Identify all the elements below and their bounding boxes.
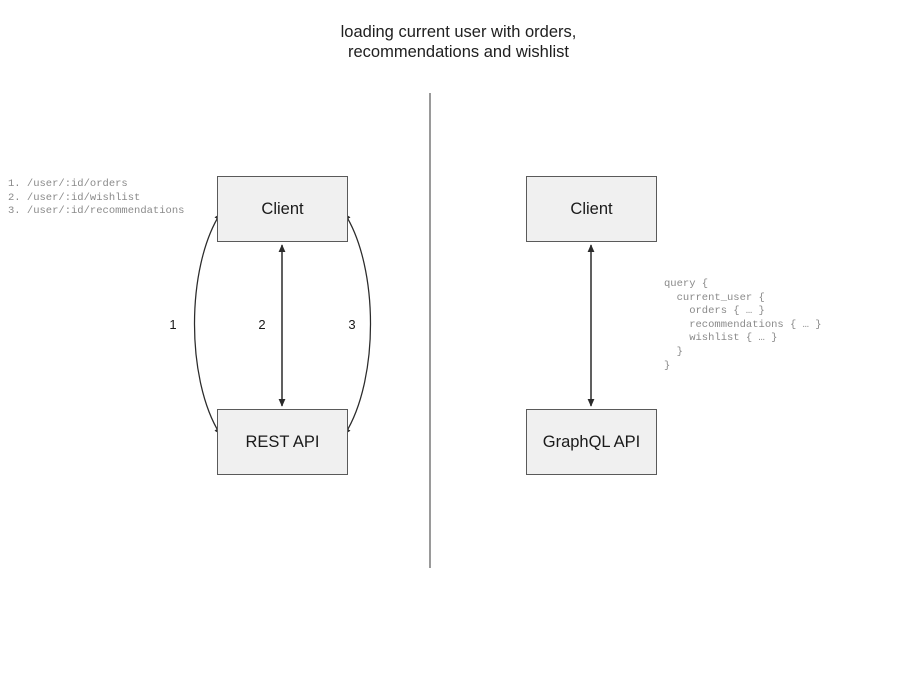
rest-edge-3 <box>344 213 372 435</box>
rest-endpoint-list: 1. /user/:id/orders 2. /user/:id/wishlis… <box>8 178 185 218</box>
graphql-query-snippet: query { current_user { orders { … } reco… <box>664 278 822 372</box>
node-rest-api[interactable]: REST API <box>217 409 348 475</box>
rest-edge-label-2: 2 <box>258 317 266 332</box>
rest-edge-1 <box>193 213 221 435</box>
node-graphql-api[interactable]: GraphQL API <box>526 409 657 475</box>
node-graphql-api-label: GraphQL API <box>542 432 641 451</box>
rest-edge-label-3: 3 <box>348 317 356 332</box>
rest-edge-label-1: 1 <box>169 317 177 332</box>
node-client-rest[interactable]: Client <box>217 176 348 242</box>
node-client-graphql[interactable]: Client <box>526 176 657 242</box>
node-client-graphql-label: Client <box>570 199 613 218</box>
node-rest-api-label: REST API <box>245 432 320 451</box>
diagram-title: loading current user with orders, recomm… <box>340 23 577 61</box>
node-client-rest-label: Client <box>261 199 304 218</box>
